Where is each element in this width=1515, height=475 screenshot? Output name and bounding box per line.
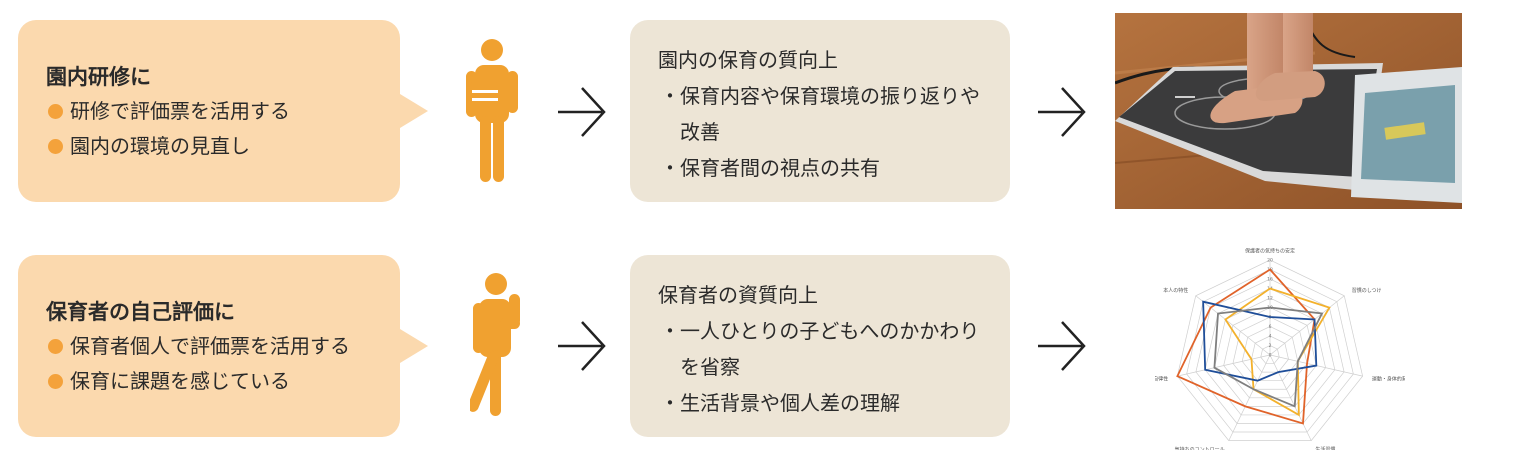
radar-spoke (1195, 295, 1271, 356)
arrow-right-icon (558, 321, 606, 371)
balance-board-photo (1115, 13, 1462, 209)
result-list: ・一人ひとりの子どもへのかかわりを省察 ・生活背景や個人差の理解 (658, 313, 1010, 421)
person-thinking-icon (470, 273, 520, 416)
training-bubble: 園内研修に 研修で評価票を活用する 園内の環境の見直し (18, 20, 428, 202)
radar-grid-ring (1186, 269, 1354, 433)
result-item: ・生活背景や個人差の理解 (660, 391, 900, 415)
radar-grid-ring (1177, 259, 1363, 441)
radar-tick-label: 16 (1267, 277, 1273, 283)
radar-series-line (1176, 268, 1316, 425)
radar-tick-label: 4 (1269, 334, 1272, 340)
radar-axis-label: 本人の特性 (1163, 287, 1188, 294)
radar-grid-ring (1204, 288, 1336, 416)
radar-axis-label: 保護者の気持ちの安定 (1245, 248, 1295, 255)
radar-chart: 02468101214161820保護者の気持ちの安定習慣のしつけ運動・身体的発… (1155, 248, 1405, 451)
bubble-item: 保育者個人で評価票を活用する (46, 329, 400, 364)
bullet-dot-icon (48, 139, 63, 154)
radar-axis-label: 自律性 (1155, 375, 1168, 382)
radar-axis-label: 運動・身体的発達 (1372, 375, 1405, 382)
radar-tick-label: 6 (1269, 324, 1272, 330)
arrow-right-icon (558, 87, 606, 137)
radar-grid-ring (1232, 316, 1308, 390)
bubble-item: 研修で評価票を活用する (46, 94, 400, 129)
radar-spoke (1177, 354, 1271, 377)
radar-grid-ring (1214, 297, 1326, 407)
radar-grid-ring (1260, 345, 1280, 364)
radar-grid-ring (1241, 326, 1299, 382)
result-list: ・保育内容や保育環境の振り返りや改善 ・保育者間の視点の共有 (658, 78, 1010, 186)
self-evaluation-bubble: 保育者の自己評価に 保育者個人で評価票を活用する 保育に課題を感じている (18, 255, 428, 437)
radar-spoke (1228, 354, 1271, 441)
result-box-competence: 保育者の資質向上 ・一人ひとりの子どもへのかかわりを省察 ・生活背景や個人差の理… (630, 255, 1010, 437)
radar-axis-label: 気持ちのコントロール (1175, 446, 1225, 450)
result-title: 保育者の資質向上 (658, 283, 818, 307)
result-item: ・一人ひとりの子どもへのかかわりを省察 (660, 319, 980, 379)
bullet-dot-icon (48, 104, 63, 119)
bubble-title: 保育者の自己評価に (46, 300, 235, 324)
bubble-item: 園内の環境の見直し (46, 129, 400, 164)
result-box-quality: 園内の保育の質向上 ・保育内容や保育環境の振り返りや改善 ・保育者間の視点の共有 (630, 20, 1010, 202)
bullet-dot-icon (48, 339, 63, 354)
bubble-list: 研修で評価票を活用する 園内の環境の見直し (46, 94, 400, 164)
arrow-right-icon (1038, 321, 1086, 371)
radar-tick-label: 12 (1267, 296, 1273, 302)
arrow-right-icon (1038, 87, 1086, 137)
person-holding-document-icon (466, 39, 518, 182)
radar-grid-ring (1195, 278, 1345, 424)
result-title: 園内の保育の質向上 (658, 48, 838, 72)
radar-tick-label: 0 (1269, 353, 1272, 359)
radar-axis-label: 生活習慣 (1315, 446, 1335, 450)
result-item: ・保育内容や保育環境の振り返りや改善 (660, 84, 980, 144)
radar-spoke (1269, 295, 1345, 356)
radar-tick-label: 20 (1267, 258, 1273, 264)
radar-series-line (1213, 306, 1324, 408)
bullet-dot-icon (48, 374, 63, 389)
result-item: ・保育者間の視点の共有 (660, 156, 880, 180)
radar-axis-label: 習慣のしつけ (1352, 287, 1382, 294)
radar-series-line (1224, 287, 1331, 417)
bubble-list: 保育者個人で評価票を活用する 保育に課題を感じている (46, 329, 400, 399)
bubble-item: 保育に課題を感じている (46, 364, 400, 399)
radar-grid-ring (1251, 335, 1289, 373)
radar-spoke (1269, 354, 1312, 441)
radar-tick-label: 2 (1269, 343, 1272, 349)
bubble-title: 園内研修に (46, 65, 151, 89)
